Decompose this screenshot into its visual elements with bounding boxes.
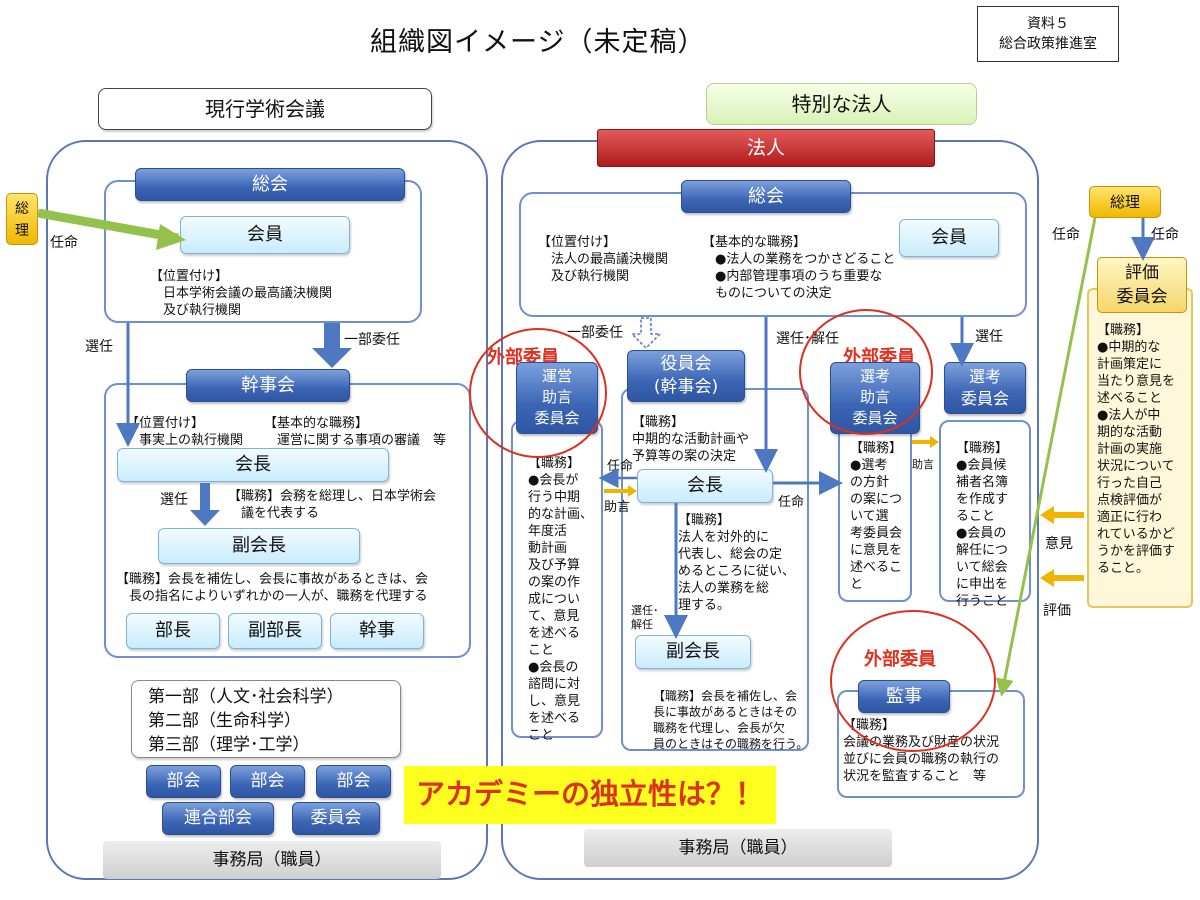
ninmei-label-far-right: 任命: [1151, 227, 1179, 243]
hyoka-label: 評価: [1043, 603, 1071, 619]
fukukaicho-box-left: 副会長: [158, 528, 360, 564]
sokai-position-left: 【位置付け】 日本学術会議の最高議決機関 及び執行機関: [150, 269, 333, 318]
kaicho-duty-right: 【職務】 法人を対外的に 代表し、総会の定 めるところに従い、 法人の業務を総 …: [678, 513, 796, 613]
kanji-header-right: 監事: [858, 680, 950, 713]
hyoka-panel: [1087, 288, 1193, 608]
unei-duty: 【職務】 ●会長が 行う中期 的な計画、 年度活 動計画 及び予算 の案の作 成…: [528, 456, 594, 743]
senko-duty: 【職務】 ●会員候 補者名簿 を作成す ること ●会員の 解任につ いて総会 に…: [956, 441, 1009, 609]
gaibu-label-3: 外部委員: [864, 649, 936, 670]
senko-header: 選考 委員会: [944, 362, 1026, 414]
gaibu-ring-3: [830, 610, 996, 752]
ninmei-label-far-left: 任命: [1052, 227, 1080, 243]
sennin-label-right: 選任: [975, 329, 1003, 345]
jogen-arrowhead-senko: [930, 436, 939, 448]
fukukaicho-duty-left: 【職務】会長を補佐し、会長に事故があるときは、会 長の指名によりいずれかの一人が…: [116, 572, 429, 604]
sennin-kainin-label-2: 選任･ 解任: [631, 604, 659, 631]
iken-label: 意見: [1045, 536, 1073, 552]
iken-arrowhead: [1040, 506, 1054, 524]
kaicho-box-right: 会長: [637, 469, 773, 503]
page-title: 組織図イメージ（未定稿）: [370, 27, 706, 58]
fukukaicho-duty-right: 【職務】会長を補佐し、会 長に事故があるときはその 職務を代理し、会長が欠 員の…: [653, 689, 809, 751]
jogen-label-unei: 助言: [604, 500, 631, 515]
green-arrowhead-left: [156, 224, 186, 250]
hyoka-duty: 【職務】 ●中期的な 計画策定に 当たり意見を 述べること ●法人が中 期的な活…: [1097, 323, 1176, 576]
unei-header: 運営 助言 委員会: [516, 362, 598, 434]
senko-jogen-header: 選考 助言 委員会: [830, 362, 920, 434]
yakuin-panel: [621, 388, 809, 751]
kaicho-duty-left: 【職務】会務を総理し、日本学術会 議を代表する: [228, 489, 437, 521]
sennin-kainin-label: 選任･解任: [776, 331, 839, 347]
kanjikai-header: 幹事会: [186, 369, 350, 402]
senko-panel: [939, 420, 1031, 602]
gaibu-ring-2: [799, 309, 933, 435]
yakuin-header: 役員会 (幹事会): [627, 350, 745, 402]
sokai-header-left: 総会: [135, 168, 405, 201]
jimukyoku-right: 事務局（職員）: [584, 829, 892, 867]
sori-box-left: 総 理: [6, 193, 38, 245]
sori-box-right: 総理: [1089, 186, 1161, 218]
gaibu-ring-1: [469, 328, 607, 458]
kaiin-box-left: 会員: [180, 216, 350, 254]
sokai-header-right: 総会: [681, 180, 851, 213]
sokai-position-right: 【位置付け】 法人の最高議決機関 及び執行機関: [538, 235, 669, 284]
kanji-box-left: 幹事: [330, 613, 424, 649]
fukubucho-box: 副部長: [228, 613, 322, 649]
senko-jogen-duty: 【職務】 ●選考 の方針 の案につ いて選 考委員会 に意見を 述べるこ と: [850, 441, 903, 592]
hyoka-header: 評価 委員会: [1097, 257, 1187, 313]
iinkai-box: 委員会: [292, 802, 380, 835]
sokai-duty-right: 【基本的な職務】 ●法人の業務をつかさどること ●内部管理事項のうち重要な もの…: [702, 235, 896, 301]
ichibu-label-right: 一部委任: [567, 325, 623, 341]
document-label: 資料５ 総合政策推進室: [977, 6, 1119, 62]
left-heading: 現行学術会議: [98, 88, 432, 130]
academy-independence-banner: アカデミーの独立性は？！: [404, 766, 776, 824]
right-heading: 特別な法人: [706, 83, 977, 125]
bukai-box-1: 部会: [146, 765, 221, 798]
document-number: 資料５: [1027, 16, 1069, 32]
kanjikai-duty: 【基本的な職務】 運営に関する事項の審議 等: [264, 416, 447, 448]
kaiin-box-right: 会員: [899, 219, 999, 257]
ninmei-label-senko: 任命: [778, 495, 805, 510]
bukai-box-3: 部会: [316, 765, 391, 798]
rengo-bukai-box: 連合部会: [162, 802, 274, 835]
sennin-label-left-2: 選任: [160, 492, 188, 508]
bukai-box-2: 部会: [230, 765, 305, 798]
green-arrow-kanji: [995, 217, 1097, 697]
bucho-box: 部長: [126, 613, 220, 649]
kaicho-box-left: 会長: [117, 448, 389, 482]
hojin-header: 法人: [597, 129, 935, 167]
yakuin-duty: 【職務】 中期的な活動計画や 予算等の案の決定: [632, 415, 750, 464]
kanjikai-position: 【位置付け】 事実上の執行機関: [126, 416, 244, 448]
green-arrow-left: [37, 208, 179, 243]
unei-panel: [511, 420, 603, 738]
ichibu-label-left: 一部委任: [344, 332, 400, 348]
sennin-label-left: 選任: [85, 339, 113, 355]
hyoka-arrowhead: [1040, 569, 1054, 587]
kanjikai-panel-left: [104, 383, 471, 658]
kaicho-fuku-arrow-left: [190, 483, 220, 526]
ninmei-label-left: 任命: [50, 235, 78, 251]
bu-list: 第一部（人文･社会科学） 第二部（生命科学） 第三部（理学･工学）: [131, 680, 401, 758]
jogen-label-senko: 助言: [912, 458, 934, 471]
ichibu-arrow-left: [312, 323, 352, 368]
ichibu-dotted-arrow: [630, 317, 662, 350]
fukukaicho-box-right: 副会長: [635, 635, 751, 669]
jimukyoku-left: 事務局（職員）: [103, 841, 441, 879]
jogen-arrowhead-unei: [628, 485, 637, 497]
document-department: 総合政策推進室: [999, 36, 1097, 52]
